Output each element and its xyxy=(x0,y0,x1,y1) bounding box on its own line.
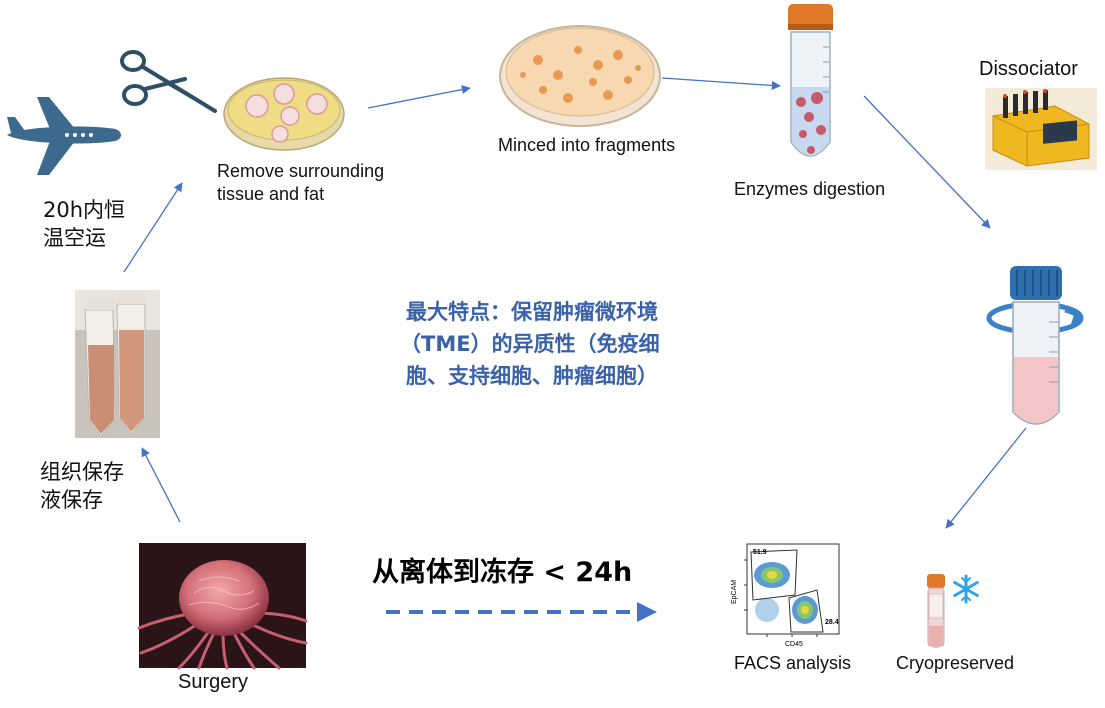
remove-tissue-line2: tissue and fat xyxy=(217,183,417,206)
remove-tissue-label: Remove surrounding tissue and fat xyxy=(217,160,417,206)
surgery-label: Surgery xyxy=(178,670,298,694)
feature-line2: （TME）的异质性（免疫细 xyxy=(400,328,740,360)
transport-line1: 20h内恒 xyxy=(43,196,163,224)
time-limit-text: 从离体到冻存 < 24h xyxy=(372,550,692,589)
feature-line1: 最大特点：保留肿瘤微环境 xyxy=(400,296,740,328)
arrow-enzyme-to-centrifuge xyxy=(864,96,990,228)
feature-highlight: 最大特点：保留肿瘤微环境 （TME）的异质性（免疫细 胞、支持细胞、肿瘤细胞） xyxy=(400,296,740,392)
transport-line2: 温空运 xyxy=(43,224,163,252)
feature-line3: 胞、支持细胞、肿瘤细胞） xyxy=(400,360,740,392)
storage-line2: 液保存 xyxy=(40,486,160,514)
arrow-centrifuge-to-facs xyxy=(946,428,1026,528)
enzymes-label: Enzymes digestion xyxy=(734,178,934,201)
arrow-remove-to-minced xyxy=(368,88,470,108)
minced-label: Minced into fragments xyxy=(498,134,718,157)
facs-label: FACS analysis xyxy=(734,652,884,675)
storage-line1: 组织保存 xyxy=(40,458,160,486)
storage-note: 组织保存 液保存 xyxy=(40,458,160,514)
dissociator-label: Dissociator xyxy=(979,57,1103,81)
arrow-minced-to-enzyme xyxy=(662,78,780,86)
transport-note: 20h内恒 温空运 xyxy=(43,196,163,252)
remove-tissue-line1: Remove surrounding xyxy=(217,160,417,183)
cryo-label: Cryopreserved xyxy=(896,652,1046,675)
